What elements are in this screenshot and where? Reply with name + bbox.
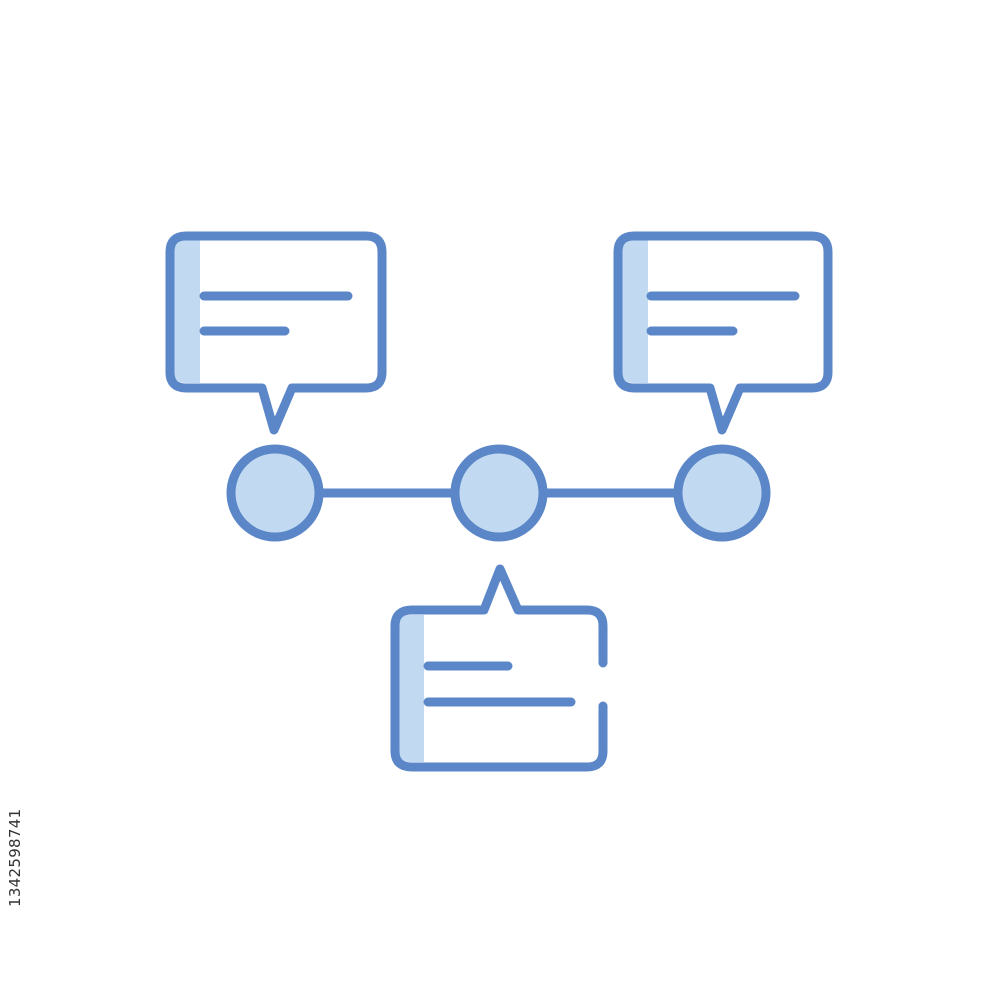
timeline-node-left [226, 444, 324, 542]
timeline-nodes [226, 444, 771, 542]
timeline-node-middle [450, 444, 548, 542]
speech-bubble-bottom-icon [390, 564, 608, 772]
speech-bubble-top-right-icon [613, 231, 833, 435]
timeline-node-right [673, 444, 771, 542]
speech-bubble-top-left-icon [165, 231, 387, 435]
stock-image-id: 1342598741 [6, 808, 24, 907]
